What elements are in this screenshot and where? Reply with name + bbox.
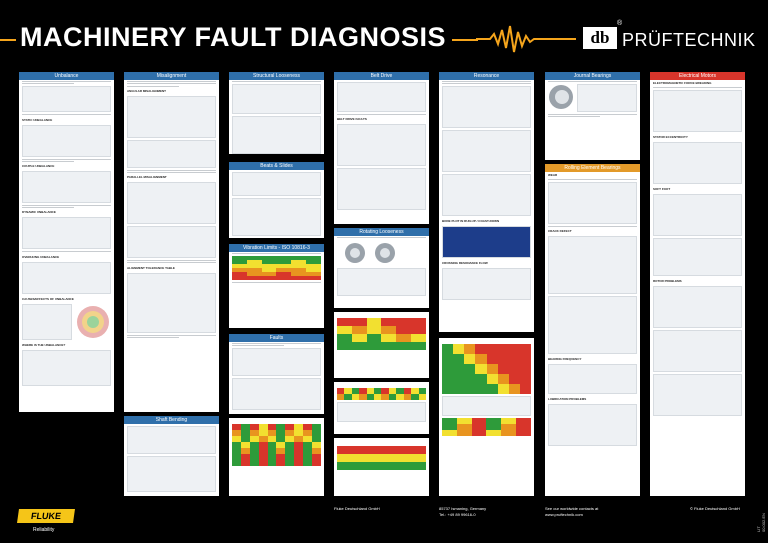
section-structural-looseness: Structural Looseness: [229, 72, 324, 154]
unbalance-target-icon: [77, 305, 109, 338]
page-title: MACHINERY FAULT DIAGNOSIS: [20, 22, 447, 52]
vibration-wave-icon: [476, 25, 576, 53]
section-electrical-motors: Electrical Motors ELECTROMAGNETIC FORCE …: [650, 72, 745, 496]
section-shaft-bending: Shaft Bending: [124, 416, 219, 496]
section-beats: Beats & Slides: [229, 162, 324, 238]
iso-severity-chart: [232, 256, 321, 281]
section-heading: Structural Looseness: [229, 72, 324, 80]
severity-chart-panel: [334, 312, 429, 378]
document-id: LIT 00.002.EN: [756, 513, 766, 532]
section-belt-drive: Belt Drive BELT DRIVE FAULTS: [334, 72, 429, 224]
footer-address: 85737 Ismaning, Germany Tel.: +49 89 996…: [439, 506, 487, 517]
pruftechnik-logo-mark: db: [583, 27, 617, 49]
registered-mark: ®: [617, 20, 623, 27]
section-heading: Belt Drive: [334, 72, 429, 80]
footer-contacts: See our worldwide contacts at www.prufte…: [545, 506, 599, 517]
section-heading: Rolling Element Bearings: [545, 164, 640, 172]
section-vibration-limits: Vibration Limits - ISO 10816-3: [229, 244, 324, 328]
vibration-chart-panel: [229, 418, 324, 496]
poster-header: MACHINERY FAULT DIAGNOSIS db ® PRÜFTECHN…: [0, 0, 768, 72]
bearing-icon: [345, 243, 365, 264]
section-rotating-looseness: Rotating Looseness: [334, 228, 429, 308]
header-rule-mid: [452, 39, 478, 41]
pruftechnik-logo-text: PRÜFTECHNIK: [622, 30, 756, 50]
journal-bearing-icon: [549, 85, 573, 110]
section-unbalance: Unbalance STATIC UNBALANCE COUPLE UNBALA…: [19, 72, 114, 412]
section-misalignment: Misalignment ANGULAR MISALIGNMENT PARALL…: [124, 72, 219, 412]
section-heading: Electrical Motors: [650, 72, 745, 80]
section-heading: Faults: [229, 334, 324, 342]
section-heading: Vibration Limits - ISO 10816-3: [229, 244, 324, 252]
section-heading: Journal Bearings: [545, 72, 640, 80]
section-faults: Faults: [229, 334, 324, 414]
section-heading: Rotating Looseness: [334, 228, 429, 236]
vibration-zone-panel: [439, 338, 534, 496]
section-resonance: Resonance BODE PLOT IN RUN-UP / COAST-DO…: [439, 72, 534, 332]
section-heading: Resonance: [439, 72, 534, 80]
section-journal-bearings: Journal Bearings: [545, 72, 640, 160]
section-rolling-element-bearings: Rolling Element Bearings WEAR CRACK DEFE…: [545, 164, 640, 496]
fault-severity-chart: [232, 424, 321, 466]
footer-company: Fluke Deutschland GmbH: [334, 506, 380, 511]
fluke-tagline: Reliability: [33, 527, 55, 533]
footer-copyright: © Fluke Deutschland GmbH: [690, 506, 740, 511]
header-rule-left: [0, 39, 16, 41]
section-heading: Beats & Slides: [229, 162, 324, 170]
fluke-logo: FLUKE: [17, 509, 75, 523]
zone-chart-panel: [334, 438, 429, 496]
bearing-icon: [375, 243, 395, 264]
color-bar-panel: [334, 382, 429, 434]
section-heading: Unbalance: [19, 72, 114, 80]
section-heading: Shaft Bending: [124, 416, 219, 424]
section-heading: Misalignment: [124, 72, 219, 80]
